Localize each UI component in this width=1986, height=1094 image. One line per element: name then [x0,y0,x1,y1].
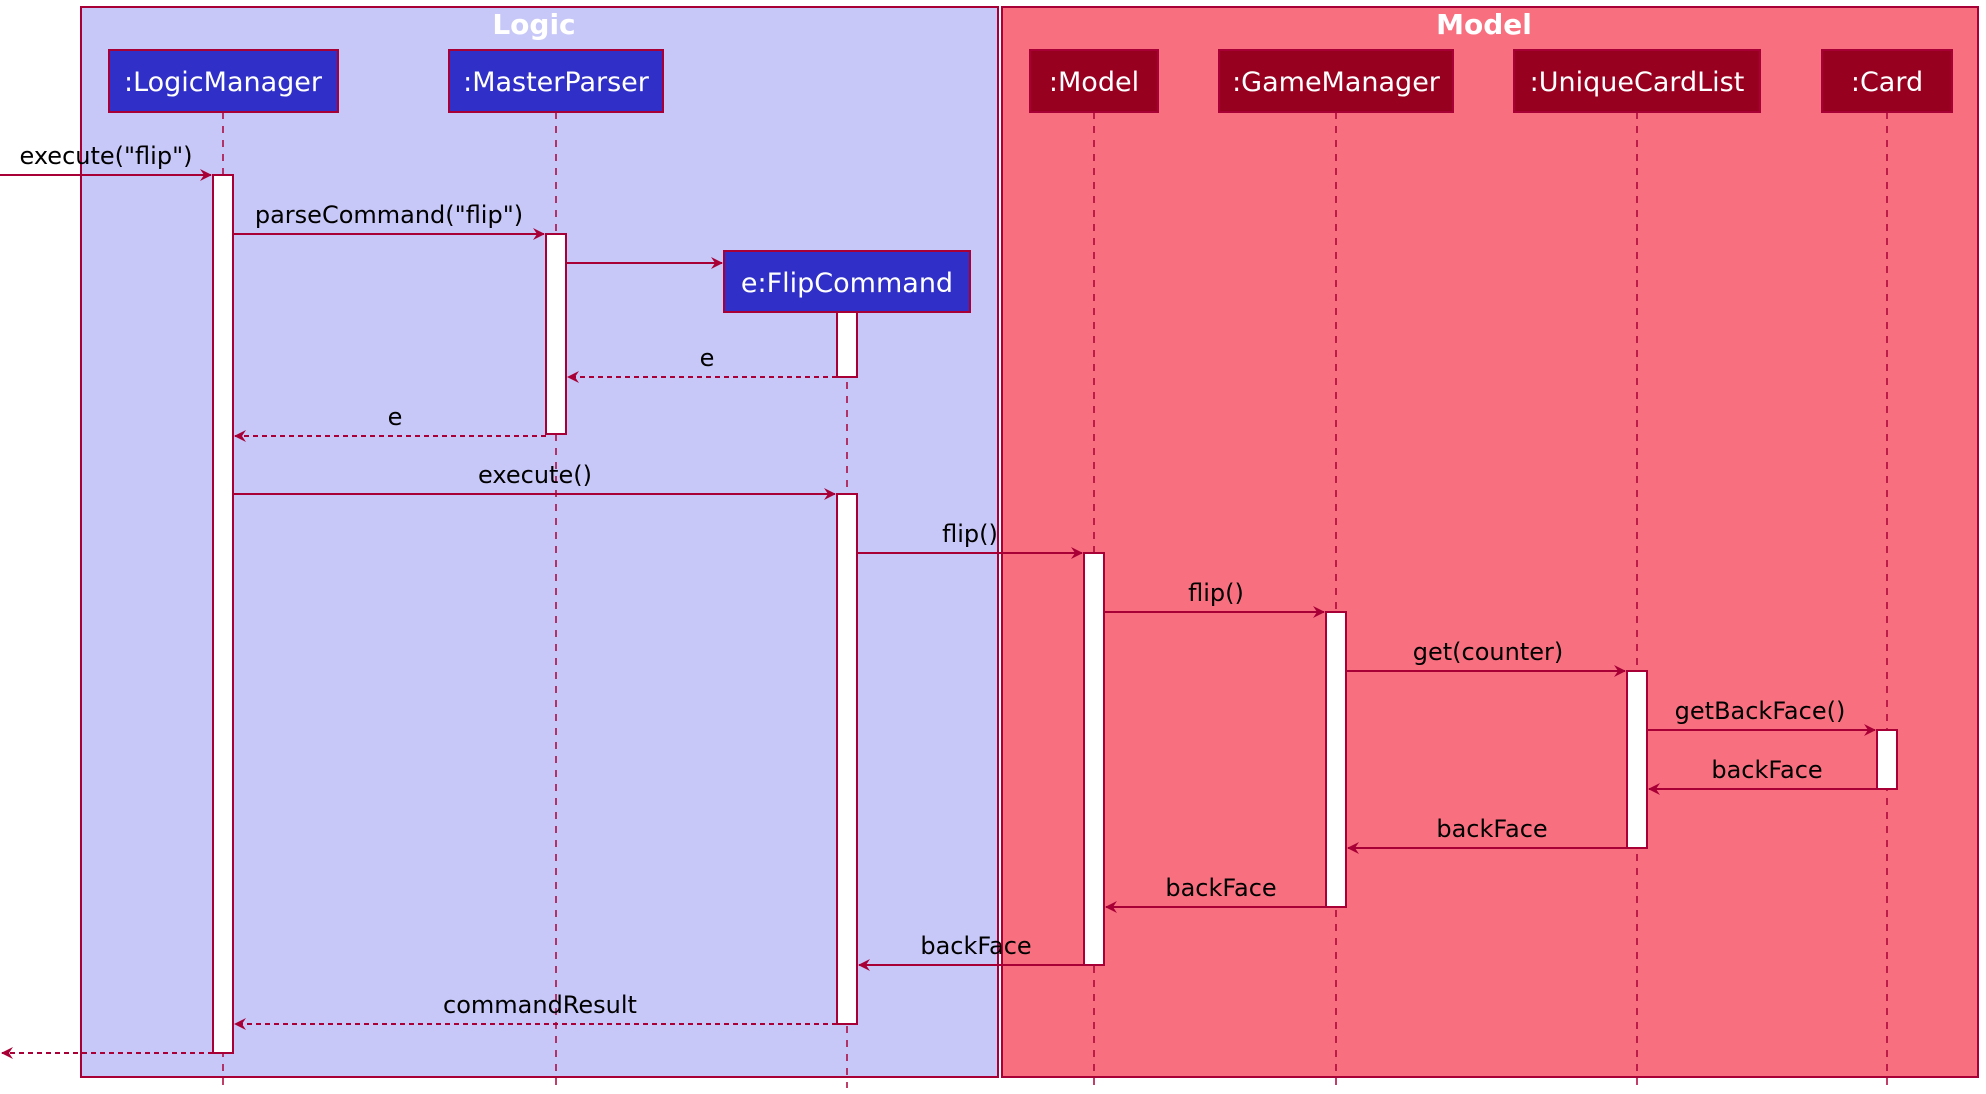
participant-logicmanager: :LogicManager [108,49,339,113]
messages [0,169,1877,1059]
message-label-getbackface: getBackFace() [1675,697,1846,725]
participant-card-label: :Card [1851,67,1923,98]
message-label-flip-gamemanager: flip() [1188,579,1244,607]
activations [212,174,1898,1054]
message-label-return-e-1: e [700,344,715,372]
participants: :LogicManager :MasterParser e:FlipComman… [108,49,1953,313]
message-label-get-counter: get(counter) [1413,638,1563,666]
participant-masterparser-label: :MasterParser [463,67,650,98]
message-label-execute-flip: execute("flip") [20,142,193,170]
participant-model-label: :Model [1049,67,1139,98]
message-label-execute: execute() [478,461,592,489]
message-label-flip-model: flip() [942,520,998,548]
activation-card [1876,729,1898,790]
participant-flipcommand-label: e:FlipCommand [741,268,953,299]
activation-model [1083,552,1105,966]
model-box-title: Model [1436,8,1532,41]
message-label-backface-3: backFace [1165,874,1276,902]
participant-logicmanager-label: :LogicManager [124,67,323,98]
message-label-backface-4: backFace [920,932,1031,960]
activation-logicmanager [212,174,234,1054]
participant-model: :Model [1029,49,1159,113]
message-label-backface-2: backFace [1436,815,1547,843]
participant-gamemanager-label: :GameManager [1232,67,1441,98]
participant-card: :Card [1821,49,1953,113]
participant-uniquecardlist: :UniqueCardList [1513,49,1761,113]
message-label-backface-1: backFace [1711,756,1822,784]
model-box: Model [1001,6,1979,1078]
activation-flipcommand-2 [836,493,858,1025]
participant-uniquecardlist-label: :UniqueCardList [1530,67,1745,98]
participant-flipcommand: e:FlipCommand [723,250,971,313]
participant-gamemanager: :GameManager [1218,49,1454,113]
message-label-return-e-2: e [388,403,403,431]
activation-flipcommand-1 [836,311,858,378]
message-label-commandresult: commandResult [443,991,637,1019]
message-labels: execute("flip") parseCommand("flip") e e… [20,142,1846,1019]
participant-masterparser: :MasterParser [448,49,664,113]
logic-box-title: Logic [492,8,575,41]
message-label-parsecommand: parseCommand("flip") [255,201,523,229]
activation-masterparser [545,233,567,435]
activation-gamemanager [1325,611,1347,908]
activation-uniquecardlist [1626,670,1648,849]
